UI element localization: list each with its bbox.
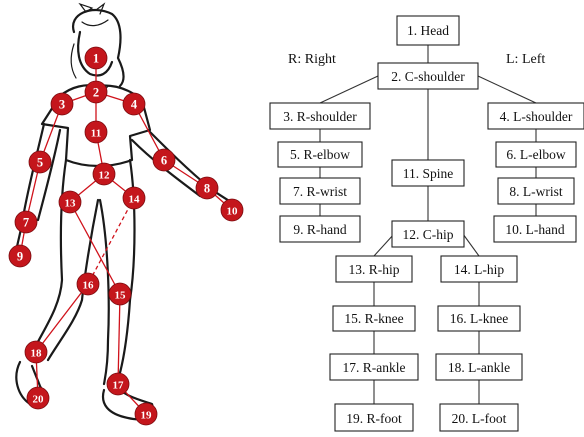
svg-text:3. R-shoulder: 3. R-shoulder bbox=[283, 109, 357, 124]
node-l-hip: 14. L-hip bbox=[441, 256, 517, 282]
joint-label: 11 bbox=[91, 128, 101, 140]
node-r-ankle: 17. R-ankle bbox=[330, 354, 418, 380]
joint-label: 18 bbox=[31, 348, 43, 360]
joint-marker-3: 3 bbox=[51, 93, 73, 115]
joint-marker-13: 13 bbox=[59, 191, 81, 213]
joint-label: 9 bbox=[17, 250, 23, 264]
joint-label: 12 bbox=[99, 170, 111, 182]
node-c-hip: 12. C-hip bbox=[392, 221, 464, 247]
svg-text:19. R-foot: 19. R-foot bbox=[346, 411, 402, 426]
joint-label: 4 bbox=[131, 98, 138, 112]
svg-text:5. R-elbow: 5. R-elbow bbox=[290, 147, 350, 162]
joint-marker-2: 2 bbox=[85, 81, 107, 103]
joint-marker-7: 7 bbox=[15, 211, 37, 233]
node-r-elbow: 5. R-elbow bbox=[278, 142, 362, 167]
joint-label: 13 bbox=[65, 198, 77, 210]
left-arm-outline bbox=[132, 130, 240, 208]
joint-marker-10: 10 bbox=[221, 199, 243, 221]
node-l-knee: 16. L-knee bbox=[438, 306, 520, 331]
svg-text:10. L-hand: 10. L-hand bbox=[505, 222, 564, 237]
node-l-foot: 20. L-foot bbox=[440, 404, 518, 431]
joint-marker-5: 5 bbox=[29, 151, 51, 173]
legend-left: L: Left bbox=[506, 52, 545, 67]
svg-text:16. L-knee: 16. L-knee bbox=[450, 311, 508, 326]
joint-label: 1 bbox=[93, 52, 99, 66]
node-r-knee: 15. R-knee bbox=[333, 306, 415, 331]
svg-text:11. Spine: 11. Spine bbox=[403, 166, 454, 181]
svg-text:13. R-hip: 13. R-hip bbox=[348, 262, 399, 277]
svg-text:14. L-hip: 14. L-hip bbox=[454, 262, 504, 277]
joint-marker-18: 18 bbox=[25, 341, 47, 363]
svg-text:2. C-shoulder: 2. C-shoulder bbox=[391, 69, 465, 84]
node-l-ankle: 18. L-ankle bbox=[436, 354, 522, 380]
joint-marker-11: 11 bbox=[85, 121, 107, 143]
joint-label: 2 bbox=[93, 86, 99, 100]
node-r-hand: 9. R-hand bbox=[280, 216, 360, 242]
node-head: 1. Head bbox=[397, 16, 459, 45]
joint-label: 19 bbox=[141, 410, 153, 422]
girl-illustration bbox=[16, 4, 240, 419]
joint-label: 10 bbox=[227, 206, 239, 218]
svg-text:6. L-elbow: 6. L-elbow bbox=[506, 147, 565, 162]
node-c-shoulder: 2. C-shoulder bbox=[378, 63, 478, 89]
inner-leg-outline bbox=[48, 200, 109, 384]
node-l-hand: 10. L-hand bbox=[494, 216, 576, 242]
joint-marker-6: 6 bbox=[153, 149, 175, 171]
svg-text:1. Head: 1. Head bbox=[407, 23, 449, 38]
svg-text:12. C-hip: 12. C-hip bbox=[402, 227, 453, 242]
joint-label: 15 bbox=[115, 290, 127, 302]
joint-marker-9: 9 bbox=[9, 245, 31, 267]
svg-text:15. R-knee: 15. R-knee bbox=[344, 311, 403, 326]
svg-text:8. L-wrist: 8. L-wrist bbox=[509, 184, 562, 199]
svg-text:18. L-ankle: 18. L-ankle bbox=[448, 360, 510, 375]
joint-label: 3 bbox=[59, 98, 65, 112]
joint-marker-15: 15 bbox=[109, 283, 131, 305]
joint-marker-14: 14 bbox=[123, 187, 145, 209]
svg-text:17. R-ankle: 17. R-ankle bbox=[343, 360, 406, 375]
joint-marker-1: 1 bbox=[85, 47, 107, 69]
node-l-wrist: 8. L-wrist bbox=[498, 178, 574, 204]
joint-marker-12: 12 bbox=[93, 163, 115, 185]
svg-text:4. L-shoulder: 4. L-shoulder bbox=[500, 109, 573, 124]
joint-marker-19: 19 bbox=[135, 403, 157, 425]
node-l-shoulder: 4. L-shoulder bbox=[488, 103, 584, 129]
node-spine: 11. Spine bbox=[392, 160, 464, 186]
joint-label: 6 bbox=[161, 154, 167, 168]
joint-label: 14 bbox=[129, 194, 141, 206]
joint-label: 17 bbox=[113, 380, 125, 392]
joint-label: 7 bbox=[23, 216, 29, 230]
node-r-hip: 13. R-hip bbox=[336, 256, 412, 282]
node-r-shoulder: 3. R-shoulder bbox=[270, 103, 370, 129]
legend-right: R: Right bbox=[288, 52, 336, 67]
joint-label: 8 bbox=[204, 182, 210, 196]
joint-marker-20: 20 bbox=[27, 387, 49, 409]
joint-marker-4: 4 bbox=[123, 93, 145, 115]
joint-label: 16 bbox=[83, 280, 95, 292]
joint-marker-8: 8 bbox=[196, 177, 218, 199]
svg-text:7. R-wrist: 7. R-wrist bbox=[293, 184, 347, 199]
svg-text:9. R-hand: 9. R-hand bbox=[293, 222, 346, 237]
joint-marker-17: 17 bbox=[107, 373, 129, 395]
joint-label: 20 bbox=[33, 394, 45, 406]
joint-marker-16: 16 bbox=[77, 273, 99, 295]
node-l-elbow: 6. L-elbow bbox=[496, 142, 576, 167]
joint-label: 5 bbox=[37, 156, 43, 170]
svg-text:20. L-foot: 20. L-foot bbox=[452, 411, 507, 426]
node-r-wrist: 7. R-wrist bbox=[280, 178, 360, 204]
tree-boxes: 1. Head 2. C-shoulder 3. R-shoulder 4. L… bbox=[270, 16, 584, 431]
node-r-foot: 19. R-foot bbox=[335, 404, 413, 431]
